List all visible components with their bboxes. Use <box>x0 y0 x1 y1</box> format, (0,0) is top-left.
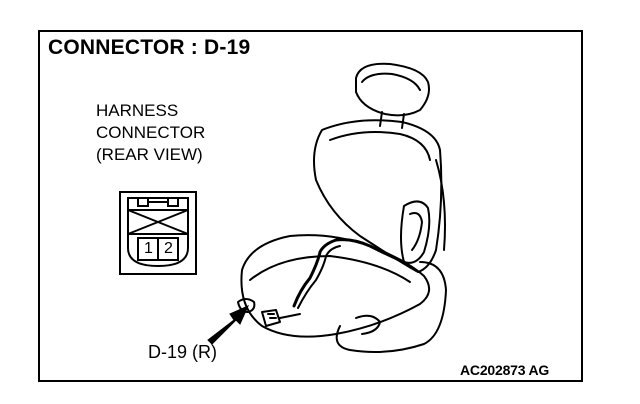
seat-back-outline <box>313 119 443 273</box>
harness-label-line-2: CONNECTOR <box>96 123 206 142</box>
headrest-outline <box>355 62 430 117</box>
connector-pin-1: 1 <box>144 240 153 257</box>
diagram-frame <box>38 30 583 382</box>
connector-face-icon <box>119 191 197 275</box>
connector-pin-2: 2 <box>164 240 173 257</box>
harness-wire <box>292 238 406 308</box>
harness-label-line-3: (REAR VIEW) <box>96 145 203 164</box>
figure-id: AC202873 AG <box>460 362 550 378</box>
pointer-arrow <box>207 305 249 345</box>
seat-cushion-outline <box>240 234 431 338</box>
harness-connector-label: HARNESS CONNECTOR (REAR VIEW) <box>96 100 205 166</box>
connector-title: CONNECTOR : D-19 <box>48 36 251 59</box>
d19-callout-label: D-19 (R) <box>148 342 218 362</box>
harness-label-line-1: HARNESS <box>96 101 179 120</box>
